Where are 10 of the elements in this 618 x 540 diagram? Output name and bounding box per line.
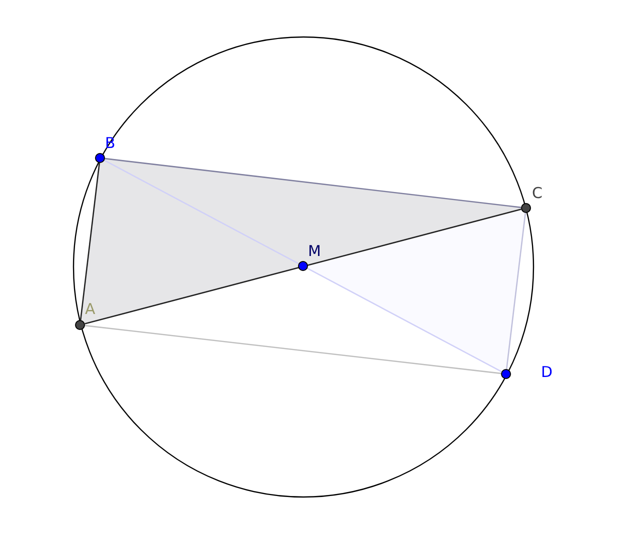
line-segment <box>506 212 526 370</box>
point-label: A <box>85 301 96 318</box>
point-label: M <box>308 243 321 260</box>
point-label: D <box>541 364 553 381</box>
line-segment <box>84 208 522 324</box>
line-segment <box>80 162 100 320</box>
point-label: C <box>532 185 542 202</box>
line-segment <box>104 158 522 208</box>
line-segment <box>104 160 502 372</box>
line-segment <box>84 324 502 374</box>
